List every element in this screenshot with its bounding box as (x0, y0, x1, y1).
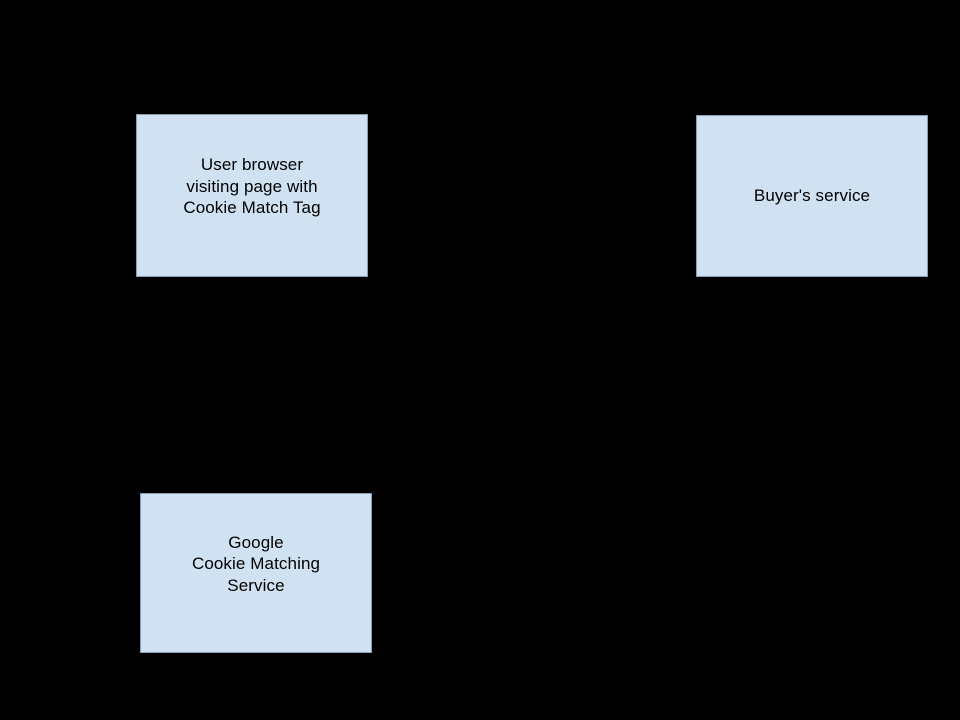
node-buyers-service[interactable]: Buyer's service (696, 115, 928, 277)
node-user-browser-label: User browser visiting page with Cookie M… (183, 155, 321, 218)
node-buyers-service-label: Buyer's service (753, 186, 871, 206)
node-user-browser[interactable]: User browser visiting page with Cookie M… (136, 114, 368, 277)
node-google-cookie-matching-service[interactable]: Google Cookie Matching Service (140, 493, 372, 653)
node-google-cookie-matching-service-label: Google Cookie Matching Service (191, 532, 321, 595)
